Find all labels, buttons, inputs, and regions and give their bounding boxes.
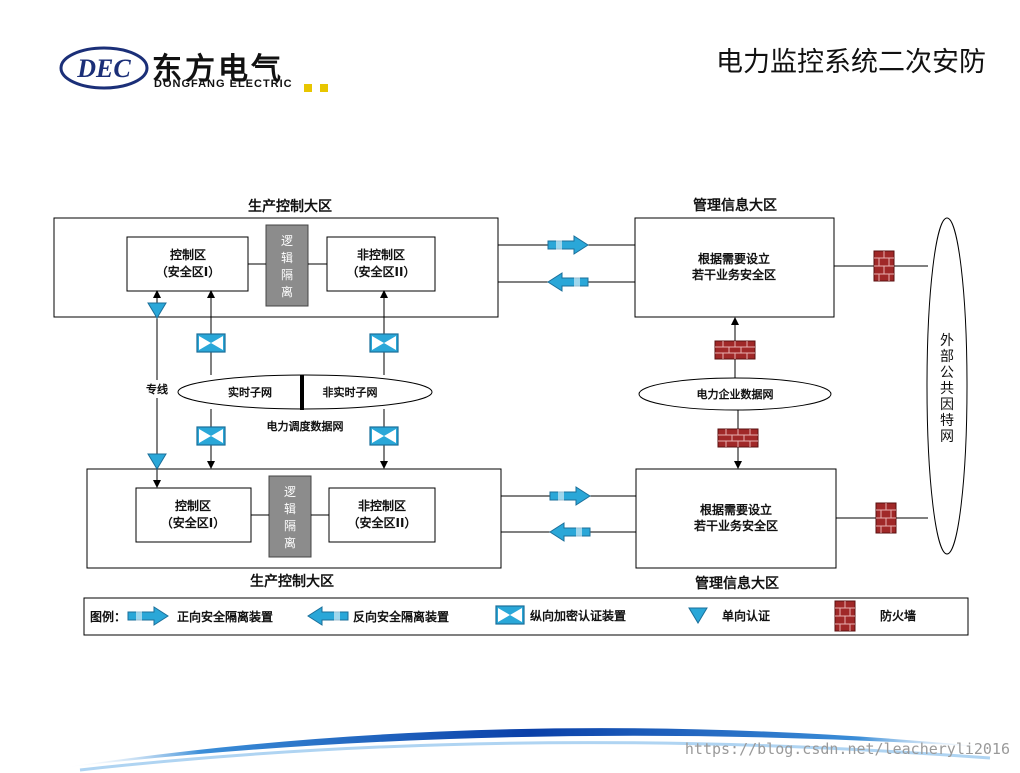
- logic-isolation-bottom-c1: 逻: [284, 485, 296, 499]
- logic-isolation-top-c1: 逻: [281, 234, 293, 248]
- reverse-isolation-icon-top: [547, 272, 589, 292]
- mgmt-box-bottom-line1: 根据需要设立: [700, 502, 772, 517]
- logic-isolation-top-c4: 离: [281, 284, 293, 299]
- legend-title: 图例：: [90, 609, 126, 624]
- control-zone-bottom: [135, 487, 252, 543]
- control-zone-top-name: 控制区: [170, 247, 206, 262]
- logic-isolation-bottom: [268, 475, 312, 558]
- firewall-icon-enterprise-top: [714, 340, 756, 360]
- logic-isolation-top: [265, 224, 309, 307]
- legend-firewall-icon: [834, 600, 856, 632]
- internet-char-4: 共: [940, 381, 954, 397]
- dedicated-line-label: 专线: [146, 382, 168, 396]
- legend-reverse-label: 反向安全隔离装置: [353, 609, 449, 624]
- legend-encryption-label: 纵向加密认证装置: [530, 608, 626, 623]
- internet-ellipse: [926, 217, 968, 555]
- logo-mark: DEC: [76, 54, 131, 83]
- logic-isolation-bottom-c3: 隔: [284, 519, 296, 533]
- encryption-device-icon-2: [369, 333, 399, 353]
- encryption-device-icon-3: [196, 426, 226, 446]
- mgmt-box-bottom: [635, 468, 837, 569]
- logo-name-en: DONGFANG ELECTRIC: [154, 78, 293, 90]
- noncontrol-zone-bottom: [328, 487, 436, 543]
- reverse-isolation-icon-bottom: [549, 522, 591, 542]
- internet-char-3: 公: [940, 365, 954, 381]
- prod-region-top-label: 生产控制大区: [248, 198, 332, 215]
- forward-isolation-icon-bottom: [549, 486, 591, 506]
- enterprise-network-label: 电力企业数据网: [697, 387, 774, 401]
- internet-char-2: 部: [940, 349, 954, 365]
- dispatch-network-ellipse: [177, 374, 433, 410]
- noncontrol-zone-top-name: 非控制区: [357, 247, 405, 262]
- mgmt-box-top-line1: 根据需要设立: [698, 251, 770, 266]
- noncontrol-zone-bottom-name: 非控制区: [358, 498, 406, 513]
- firewall-icon-internet-bottom: [875, 502, 897, 534]
- dispatch-network-label: 电力调度数据网: [267, 419, 344, 433]
- prod-region-bottom-label: 生产控制大区: [250, 573, 334, 590]
- control-zone-bottom-sub: （安全区I）: [161, 515, 225, 530]
- noncontrol-zone-bottom-sub: （安全区II）: [348, 515, 417, 530]
- mgmt-region-bottom-label: 管理信息大区: [695, 575, 779, 592]
- nonrealtime-subnet-label: 非实时子网: [323, 385, 378, 399]
- forward-isolation-icon-top: [547, 235, 589, 255]
- legend-box: [83, 597, 969, 636]
- control-zone-top-sub: （安全区I）: [156, 264, 220, 279]
- internet-char-5: 因: [940, 397, 954, 413]
- encryption-device-icon-1: [196, 333, 226, 353]
- control-zone-bottom-name: 控制区: [175, 498, 211, 513]
- logic-isolation-bottom-c4: 离: [284, 535, 296, 550]
- mgmt-box-bottom-line2: 若干业务安全区: [693, 518, 778, 533]
- internet-char-6: 特: [940, 413, 954, 429]
- legend-forward-label: 正向安全隔离装置: [177, 609, 273, 624]
- legend-firewall-label: 防火墙: [880, 608, 916, 623]
- mgmt-box-top-line2: 若干业务安全区: [691, 267, 776, 282]
- slide-title: 电力监控系统二次安防: [716, 47, 986, 78]
- logo-dots: [304, 84, 330, 92]
- internet-char-1: 外: [940, 333, 954, 349]
- logic-isolation-top-c3: 隔: [281, 268, 293, 282]
- watermark: https://blog.csdn.net/leacheryli2016: [684, 740, 1010, 758]
- firewall-icon-enterprise-bottom: [717, 428, 759, 448]
- firewall-icon-internet-top: [873, 250, 895, 282]
- bottom-swoosh: [60, 728, 1000, 768]
- logic-isolation-bottom-c2: 辑: [284, 502, 296, 516]
- internet-char-7: 网: [940, 429, 954, 445]
- legend-oneway-label: 单向认证: [722, 608, 770, 623]
- logic-isolation-top-c2: 辑: [281, 251, 293, 265]
- encryption-device-icon-4: [369, 426, 399, 446]
- mgmt-region-top-label: 管理信息大区: [693, 197, 777, 214]
- realtime-subnet-label: 实时子网: [228, 385, 272, 399]
- mgmt-box-top: [634, 217, 835, 318]
- bottom-swoosh-light: [79, 741, 991, 772]
- oneway-auth-icon-2: [147, 453, 167, 470]
- logo-name-cn: 东方电气: [152, 52, 284, 87]
- control-zone-top: [126, 236, 249, 292]
- noncontrol-zone-top: [326, 236, 436, 292]
- noncontrol-zone-top-sub: （安全区II）: [347, 264, 416, 279]
- dec-logo-icon: DEC: [59, 46, 149, 90]
- legend-encryption-icon: [495, 605, 525, 625]
